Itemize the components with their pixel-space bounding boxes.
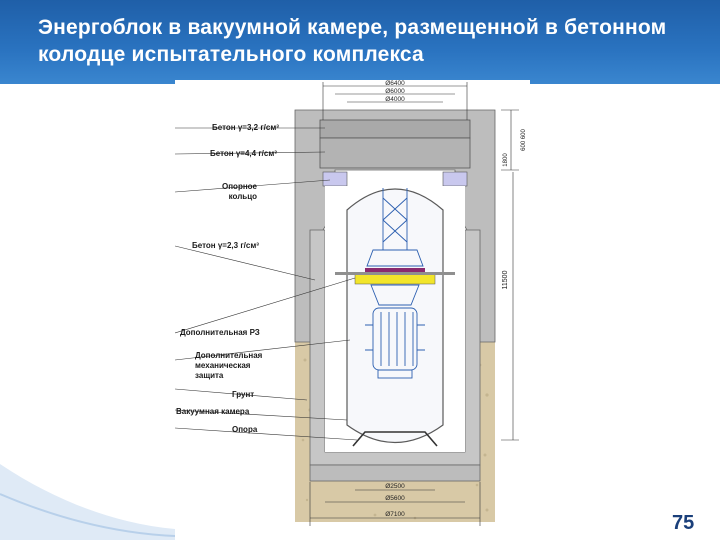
vacuum-chamber [346,188,444,443]
extra-rz-shelf [335,272,455,275]
dim-d4000: Ø4000 [385,96,405,103]
label-extra-mech: Дополнительная механическая защита [195,351,263,380]
dim-h-top1: 1800 [503,153,509,167]
dim-h-top2: 600 600 [521,129,527,151]
support-ring-left [322,171,348,187]
extra-rz-yellow [354,273,436,285]
dim-d7100: Ø7100 [385,511,405,518]
lid-slab-mid [319,137,471,169]
well-diagram: Ø6400 Ø6000 Ø4000 600 600 1800 11500 Ø25… [175,80,530,536]
dim-d6400: Ø6400 [385,80,405,87]
slide-header: Энергоблок в вакуумной камере, размещенн… [0,0,720,84]
label-support-ring: Опорное кольцо [222,182,257,201]
chamber-support [352,431,438,447]
label-concrete-top: Бетон γ=3,2 г/см³ [212,123,279,132]
label-extra-rz: Дополнительная РЗ [180,328,260,337]
support-ring-right [442,171,468,187]
reactor-assembly [365,188,425,379]
slide-title: Энергоблок в вакуумной камере, размещенн… [38,16,667,66]
label-support: Опора [232,425,258,434]
decorative-swoosh [0,464,175,540]
label-soil: Грунт [232,390,255,399]
extra-rz-purple [365,268,425,274]
dim-h-main: 11500 [502,270,509,289]
bottom-slab [309,464,481,482]
label-vacuum-chamber: Вакуумная камера [176,407,250,416]
dim-d2500: Ø2500 [385,483,405,490]
label-concrete-wall: Бетон γ=2,3 г/см³ [192,241,259,250]
dim-d5600: Ø5600 [385,495,405,502]
dim-d6000: Ø6000 [385,88,405,95]
page-number: 75 [672,512,695,534]
lid-slab-top [319,119,471,139]
label-concrete-mid: Бетон γ=4,4 г/см³ [210,149,277,158]
